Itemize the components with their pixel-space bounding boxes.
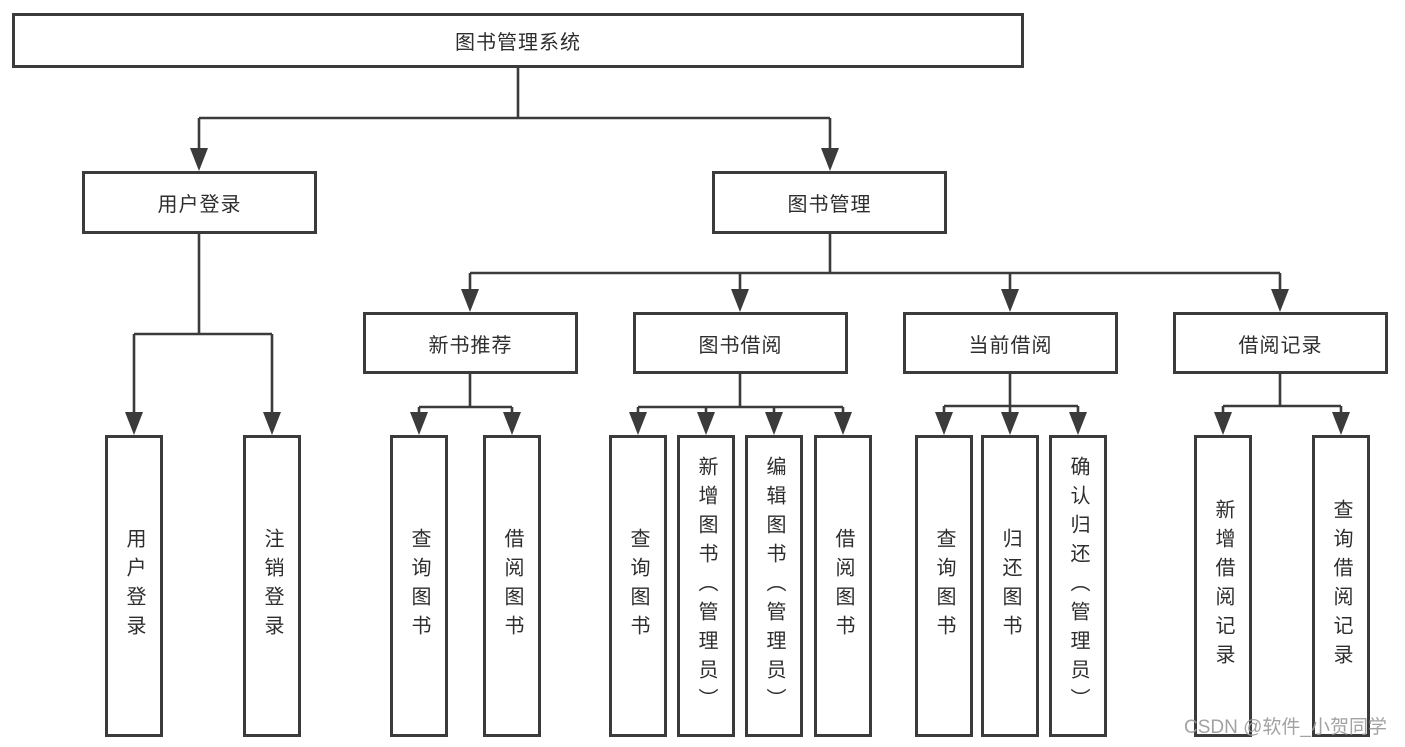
node-borrow-borrow-book: 借阅图书 [814, 435, 872, 737]
node-label: 归还图书 [999, 528, 1021, 644]
node-logout-leaf: 注销登录 [243, 435, 301, 737]
node-user-login-leaf: 用户登录 [105, 435, 163, 737]
node-label: 确认归还（管理员） [1067, 455, 1089, 717]
node-book-management: 图书管理 [712, 171, 947, 234]
node-library-system: 图书管理系统 [12, 13, 1024, 68]
node-label: 用户登录 [123, 528, 145, 644]
node-edit-book-admin: 编辑图书（管理员） [745, 435, 803, 737]
node-borrow-query-book: 查询图书 [609, 435, 667, 737]
node-label: 编辑图书（管理员） [763, 455, 785, 717]
node-label: 查询借阅记录 [1330, 499, 1352, 673]
node-label: 注销登录 [261, 528, 283, 644]
node-label: 查询图书 [408, 528, 430, 644]
node-label: 图书管理 [787, 194, 872, 216]
node-current-query-book: 查询图书 [915, 435, 973, 737]
node-return-book: 归还图书 [981, 435, 1039, 737]
node-borrow-records: 借阅记录 [1173, 312, 1388, 374]
node-recommend-borrow-book: 借阅图书 [483, 435, 541, 737]
node-new-book-recommend: 新书推荐 [363, 312, 578, 374]
node-label: 新增图书（管理员） [695, 455, 717, 717]
node-label: 借阅图书 [832, 528, 854, 644]
node-label: 用户登录 [157, 194, 242, 216]
node-recommend-query-book: 查询图书 [390, 435, 448, 737]
node-confirm-return-admin: 确认归还（管理员） [1049, 435, 1107, 737]
node-add-book-admin: 新增图书（管理员） [677, 435, 735, 737]
node-label: 新增借阅记录 [1212, 499, 1234, 673]
node-label: 借阅图书 [501, 528, 523, 644]
node-label: 图书借阅 [698, 334, 783, 357]
node-book-borrow: 图书借阅 [633, 312, 848, 374]
node-label: 新书推荐 [428, 334, 513, 357]
node-user-login: 用户登录 [82, 171, 317, 234]
csdn-watermark: CSDN @软件_小贺同学 [1184, 717, 1387, 738]
node-label: 当前借阅 [968, 334, 1053, 357]
node-current-borrow: 当前借阅 [903, 312, 1118, 374]
node-label: 查询图书 [627, 528, 649, 644]
node-add-borrow-record: 新增借阅记录 [1194, 435, 1252, 737]
node-label: 查询图书 [933, 528, 955, 644]
node-query-borrow-record: 查询借阅记录 [1312, 435, 1370, 737]
node-label: 图书管理系统 [455, 32, 581, 54]
node-label: 借阅记录 [1238, 334, 1323, 357]
